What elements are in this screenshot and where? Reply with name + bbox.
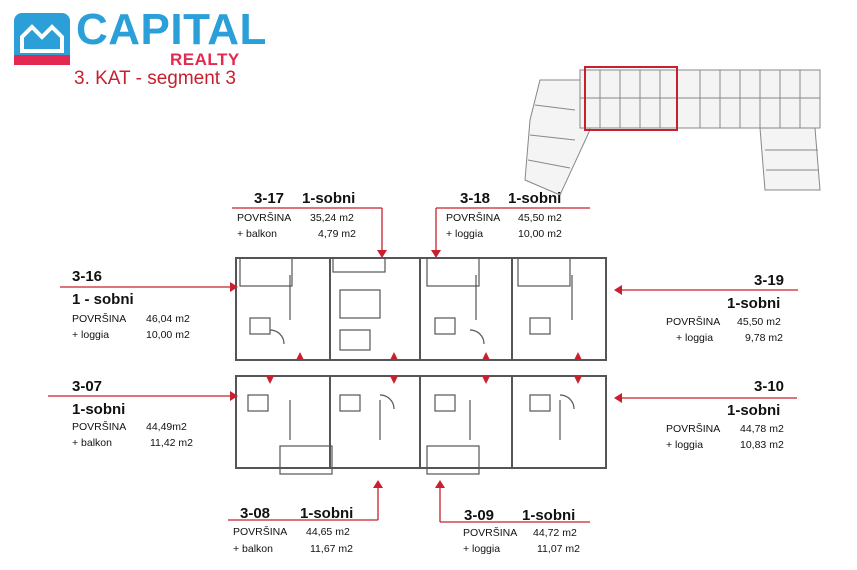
unit-3-10-area-label: POVRŠINA: [666, 423, 721, 435]
unit-3-10-extra: 10,83 m2: [740, 439, 784, 451]
unit-3-08-area: 44,65 m2: [306, 526, 350, 538]
unit-3-19-type: 1-sobni: [727, 295, 781, 312]
unit-3-17-type: 1-sobni: [302, 190, 356, 207]
unit-3-09-id: 3-09: [464, 507, 495, 524]
unit-3-19-extra-label: + loggia: [676, 332, 714, 344]
unit-3-17-area: 35,24 m2: [310, 212, 354, 224]
unit-3-18-area: 45,50 m2: [518, 212, 562, 224]
unit-3-19-area: 45,50 m2: [737, 316, 781, 328]
unit-3-07-id: 3-07: [72, 378, 103, 395]
unit-3-08-area-label: POVRŠINA: [233, 526, 288, 538]
unit-3-19-area-label: POVRŠINA: [666, 316, 721, 328]
unit-3-16-type: 1 - sobni: [72, 291, 134, 308]
unit-3-09-area-label: POVRŠINA: [463, 527, 518, 539]
unit-3-18-id: 3-18: [460, 190, 491, 207]
unit-3-08-id: 3-08: [240, 505, 271, 522]
unit-3-09-area: 44,72 m2: [533, 527, 577, 539]
unit-3-16-extra: 10,00 m2: [146, 329, 190, 341]
unit-3-07-extra: 11,42 m2: [150, 437, 193, 449]
unit-3-07-area: 44,49m2: [146, 421, 187, 433]
brand-name: CAPITAL: [76, 5, 267, 54]
unit-3-17-extra: 4,79 m2: [318, 228, 356, 240]
unit-3-08-type: 1-sobni: [300, 505, 354, 522]
brand-sub: REALTY: [170, 50, 240, 69]
unit-3-08-extra: 11,67 m2: [310, 543, 353, 555]
unit-3-16-id: 3-16: [72, 268, 103, 285]
unit-3-16-area-label: POVRŠINA: [72, 313, 127, 325]
page-title: 3. KAT - segment 3: [74, 68, 236, 89]
segment-highlight: [584, 66, 678, 131]
unit-3-17-extra-label: + balkon: [237, 228, 277, 240]
unit-3-09-type: 1-sobni: [522, 507, 576, 524]
unit-3-07-area-label: POVRŠINA: [72, 421, 127, 433]
unit-3-16-area: 46,04 m2: [146, 313, 190, 325]
unit-3-10-id: 3-10: [754, 378, 785, 395]
unit-3-19-extra: 9,78 m2: [745, 332, 783, 344]
unit-3-10-type: 1-sobni: [727, 402, 781, 419]
unit-3-07-extra-label: + balkon: [72, 437, 112, 449]
unit-3-10-extra-label: + loggia: [666, 439, 704, 451]
logo-icon: [14, 13, 70, 65]
unit-3-17-id: 3-17: [254, 190, 285, 207]
unit-3-18-type: 1-sobni: [508, 190, 562, 207]
unit-3-18-extra-label: + loggia: [446, 228, 484, 240]
unit-3-19-id: 3-19: [754, 272, 785, 289]
unit-3-18-extra: 10,00 m2: [518, 228, 562, 240]
house-icon: [14, 24, 70, 65]
unit-3-08-extra-label: + balkon: [233, 543, 273, 555]
unit-3-17-area-label: POVRŠINA: [237, 212, 292, 224]
unit-3-07-type: 1-sobni: [72, 401, 126, 418]
unit-3-16-extra-label: + loggia: [72, 329, 110, 341]
unit-3-09-extra: 11,07 m2: [537, 543, 580, 555]
unit-3-09-extra-label: + loggia: [463, 543, 501, 555]
unit-3-10-area: 44,78 m2: [740, 423, 784, 435]
unit-3-18-area-label: POVRŠINA: [446, 212, 501, 224]
